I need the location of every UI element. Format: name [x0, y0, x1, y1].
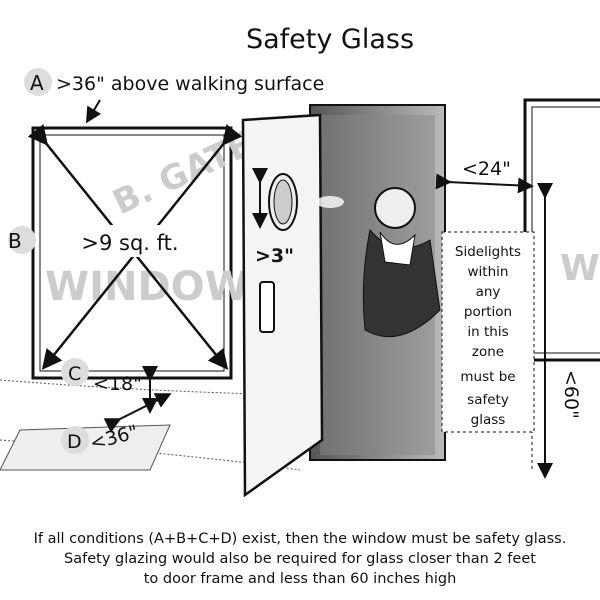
svg-text:within: within [468, 264, 509, 280]
zone-note: Sidelights within any portion in this zo… [455, 244, 521, 428]
label-a-letter: A [30, 71, 44, 95]
svg-text:glass: glass [471, 412, 506, 428]
window-right: W [523, 98, 600, 362]
svg-text:in this: in this [467, 324, 508, 340]
svg-text:Sidelights: Sidelights [455, 244, 521, 260]
label-b-letter: B [8, 229, 22, 253]
caption-line-3: to door frame and less than 60 inches hi… [143, 571, 457, 587]
distance-label: <24" [462, 158, 511, 180]
peephole-label: >3" [255, 245, 294, 267]
svg-text:portion: portion [464, 304, 512, 320]
svg-text:W: W [560, 248, 600, 289]
label-a-text: >36" above walking surface [56, 73, 324, 95]
svg-text:must be: must be [460, 369, 515, 385]
person-figure [362, 187, 441, 338]
zone-box [441, 231, 535, 433]
svg-text:safety: safety [467, 392, 509, 408]
height-label: <60" [560, 370, 582, 419]
caption-line-1: If all conditions (A+B+C+D) exist, then … [33, 531, 567, 547]
caption-line-2: Safety glazing would also be required fo… [64, 551, 536, 567]
label-c-letter: C [68, 363, 81, 385]
svg-text:any: any [476, 284, 501, 300]
label-b-text: >9 sq. ft. [81, 231, 178, 255]
title: Safety Glass [246, 24, 414, 55]
door [241, 104, 446, 498]
distance-arrow [435, 173, 534, 194]
svg-text:zone: zone [472, 344, 504, 360]
label-d-letter: D [67, 431, 82, 453]
label-c-text: <18" [93, 373, 142, 395]
